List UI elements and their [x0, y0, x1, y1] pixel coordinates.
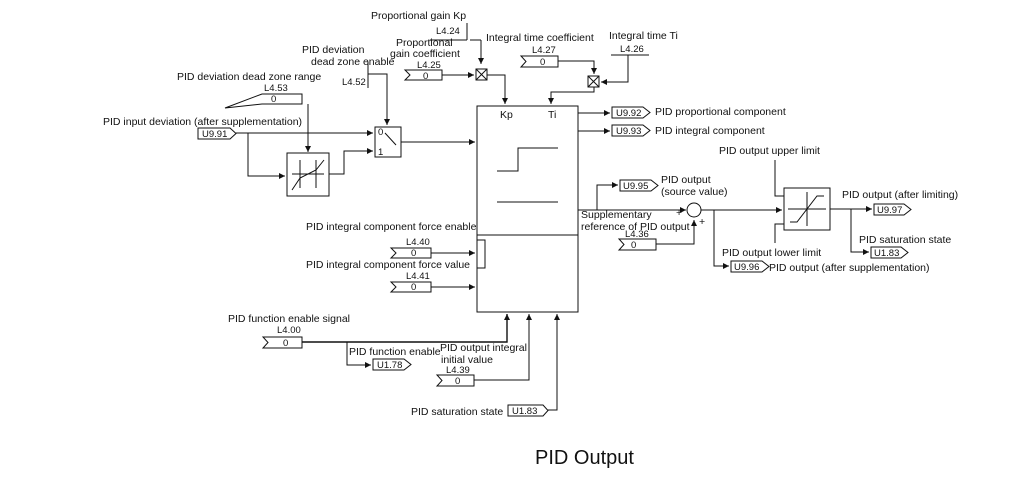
monitor-u183-right[interactable]: U1.83 — [870, 246, 909, 259]
supplementary-ref-label-1: Supplementary — [581, 209, 652, 221]
saturation-state-bottom-label: PID saturation state — [411, 406, 503, 418]
output-source-label-2: (source value) — [661, 186, 728, 198]
diagram-caption: PID Output — [535, 447, 634, 469]
svg-text:U9.93: U9.93 — [616, 126, 641, 137]
svg-text:0: 0 — [283, 338, 288, 349]
summing-junction — [686, 202, 702, 218]
pid-step-response-curve — [497, 147, 558, 172]
svg-text:U9.97: U9.97 — [877, 205, 902, 216]
svg-text:U9.95: U9.95 — [623, 181, 648, 192]
monitor-u993[interactable]: U9.93 — [611, 124, 651, 137]
param-l436-box[interactable]: 0 — [617, 238, 657, 251]
output-upper-limit-label: PID output upper limit — [719, 145, 820, 157]
svg-text:U9.91: U9.91 — [202, 129, 227, 140]
svg-text:0: 0 — [455, 376, 460, 387]
proportional-gain-coef-label-2: gain coefficient — [390, 48, 460, 60]
proportional-gain-coef-label-1: Proportional — [396, 37, 453, 49]
ti-port-label: Ti — [548, 109, 556, 121]
param-l427-code: L4.27 — [532, 45, 556, 56]
param-l400-box[interactable]: 0 — [261, 336, 303, 349]
integral-component-label: PID integral component — [655, 125, 765, 137]
param-l440-box[interactable]: 0 — [389, 247, 432, 259]
monitor-u991[interactable]: U9.91 — [197, 127, 237, 140]
param-l453-code: L4.53 — [264, 83, 288, 94]
svg-text:U9.92: U9.92 — [616, 108, 641, 119]
pid-controller-block — [476, 105, 579, 313]
svg-text:0: 0 — [411, 282, 416, 293]
sum-plus-bottom: + — [699, 216, 705, 228]
param-l424-code: L4.24 — [436, 26, 460, 37]
svg-text:0: 0 — [423, 71, 428, 82]
svg-text:0: 0 — [378, 127, 383, 138]
dead-zone-range-label: PID deviation dead zone range — [177, 71, 321, 83]
output-source-label-1: PID output — [661, 174, 711, 186]
limiter-block — [783, 187, 831, 231]
monitor-u996[interactable]: U9.96 — [730, 260, 770, 273]
monitor-u183-bottom[interactable]: U1.83 — [507, 404, 549, 417]
param-l441-box[interactable]: 0 — [389, 281, 432, 293]
integral-force-bar — [476, 239, 486, 269]
output-after-supplementation-label: PID output (after supplementation) — [769, 262, 930, 274]
dead-zone-block — [286, 152, 330, 197]
svg-text:0: 0 — [271, 94, 276, 105]
dead-zone-switch: 0 1 — [374, 126, 402, 158]
function-enable-signal-label: PID function enable signal — [228, 313, 350, 325]
dead-zone-enable-label-1: PID deviation — [302, 44, 365, 56]
param-l452-code: L4.52 — [342, 77, 366, 88]
input-deviation-label: PID input deviation (after supplementati… — [103, 116, 302, 128]
integral-force-enable-label: PID integral component force enable — [306, 221, 477, 233]
svg-text:U1.78: U1.78 — [377, 360, 402, 371]
param-l441-code: L4.41 — [406, 271, 430, 282]
param-l439-code: L4.39 — [446, 365, 470, 376]
svg-text:U1.83: U1.83 — [874, 248, 899, 259]
sum-plus-left: + — [676, 207, 682, 219]
multiplier-kp — [475, 68, 488, 81]
monitor-u178[interactable]: U1.78 — [372, 358, 412, 371]
proportional-gain-kp-label: Proportional gain Kp — [371, 10, 466, 22]
svg-text:1: 1 — [378, 147, 383, 158]
integral-initial-value-label-2: initial value — [441, 354, 493, 366]
svg-text:0: 0 — [540, 57, 545, 68]
integral-initial-value-label-1: PID output integral — [440, 342, 527, 354]
function-enable-label: PID function enable — [349, 346, 441, 358]
param-l426-code: L4.26 — [620, 44, 644, 55]
svg-text:0: 0 — [411, 248, 416, 259]
param-l439-box[interactable]: 0 — [435, 374, 475, 387]
integral-force-value-label: PID integral component force value — [306, 259, 470, 271]
proportional-component-label: PID proportional component — [655, 106, 786, 118]
dead-zone-enable-label-2: dead zone enable — [311, 56, 395, 68]
saturation-state-right-label: PID saturation state — [859, 234, 951, 246]
output-lower-limit-label: PID output lower limit — [722, 247, 821, 259]
integral-time-ti-label: Integral time Ti — [609, 30, 678, 42]
param-l425-box[interactable]: 0 — [403, 69, 443, 82]
param-l425-code: L4.25 — [417, 60, 441, 71]
svg-text:0: 0 — [631, 240, 636, 251]
output-after-limiting-label: PID output (after limiting) — [842, 189, 958, 201]
svg-text:U9.96: U9.96 — [734, 262, 759, 273]
monitor-u997[interactable]: U9.97 — [873, 203, 912, 216]
param-l400-code: L4.00 — [277, 325, 301, 336]
param-l436-code: L4.36 — [625, 229, 649, 240]
param-l453-box[interactable]: 0 — [224, 93, 303, 109]
monitor-u992[interactable]: U9.92 — [611, 106, 651, 119]
kp-port-label: Kp — [500, 109, 513, 121]
svg-text:U1.83: U1.83 — [512, 406, 537, 417]
supplementary-ref-label-2: reference of PID output — [581, 221, 690, 233]
integral-time-coef-label: Integral time coefficient — [486, 32, 594, 44]
param-l440-code: L4.40 — [406, 237, 430, 248]
monitor-u995[interactable]: U9.95 — [619, 179, 659, 192]
param-l427-box[interactable]: 0 — [519, 55, 559, 68]
multiplier-ti — [587, 75, 600, 88]
